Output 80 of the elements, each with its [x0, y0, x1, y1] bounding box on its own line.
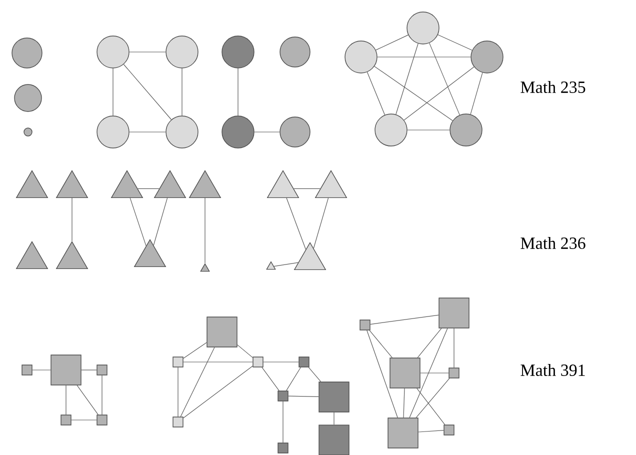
edge-line	[274, 262, 298, 267]
square-node	[360, 320, 370, 330]
circle-node	[14, 84, 42, 112]
edge-line	[237, 344, 253, 358]
edge-line	[416, 378, 450, 418]
edge-line	[286, 367, 301, 391]
square-node	[96, 414, 108, 426]
edge-line	[438, 34, 472, 51]
edge-line	[417, 328, 442, 358]
edge-line	[282, 401, 284, 443]
square-node	[278, 442, 288, 454]
edge-line	[76, 385, 98, 415]
square-node	[206, 316, 238, 348]
edge-line	[377, 56, 471, 58]
edge-line	[370, 314, 439, 325]
square-node	[172, 416, 184, 428]
edge-line	[403, 388, 405, 418]
square-node	[448, 368, 460, 378]
edge-line	[123, 64, 172, 120]
square-node	[388, 418, 418, 448]
circle-node	[24, 128, 32, 136]
circle-node	[166, 116, 198, 148]
edge-line	[429, 42, 460, 116]
edge-line	[369, 330, 393, 358]
edge-line	[112, 68, 114, 116]
edge-line	[366, 330, 398, 418]
circle-node	[280, 116, 310, 148]
square-node	[60, 414, 72, 426]
square-node	[438, 298, 470, 328]
circle-node	[166, 36, 198, 68]
edge-line	[420, 372, 449, 374]
edge-line	[404, 66, 474, 120]
triangle-node	[266, 261, 276, 270]
circle-node	[406, 12, 440, 44]
square-node	[298, 356, 310, 368]
edge-line	[470, 72, 483, 115]
triangle-node	[200, 263, 210, 272]
edge-line	[204, 198, 206, 264]
edge-line	[374, 66, 453, 121]
edge-line	[376, 34, 408, 50]
circle-node	[280, 36, 310, 68]
square-node	[50, 354, 82, 386]
circle-node	[470, 40, 504, 74]
circle-node	[96, 116, 130, 148]
edge-line	[183, 342, 207, 359]
square-node	[278, 390, 288, 402]
square-node	[96, 364, 108, 376]
edge-line	[130, 198, 146, 246]
edge-line	[308, 367, 322, 382]
edge-line	[409, 328, 448, 418]
square-node	[444, 424, 454, 436]
edge-line	[416, 388, 446, 425]
circle-node	[96, 36, 130, 68]
square-node	[390, 358, 420, 388]
square-node	[22, 364, 32, 376]
square-node	[318, 382, 350, 412]
edge-line	[180, 347, 215, 417]
edge-line	[183, 366, 253, 418]
square-node	[318, 424, 350, 455]
edge-line	[418, 430, 444, 432]
edge-line	[153, 198, 168, 246]
edge-line	[294, 188, 320, 189]
circle-node	[374, 114, 408, 146]
circle-node	[12, 38, 42, 68]
edge-line	[366, 72, 386, 116]
circle-node	[450, 114, 482, 146]
square-node	[252, 356, 264, 368]
circle-node	[344, 40, 378, 74]
graph-label: Math 391	[520, 364, 585, 376]
edge-line	[288, 396, 319, 397]
graph-label: Math 235	[520, 81, 586, 93]
edge-line	[286, 198, 306, 250]
circle-node	[222, 36, 254, 68]
graph-label: Math 236	[520, 237, 586, 249]
edge-line	[396, 43, 418, 115]
edge-line	[138, 188, 160, 189]
square-node	[172, 356, 184, 368]
edge-line	[262, 367, 280, 391]
edge-line	[313, 198, 329, 249]
circle-node	[222, 116, 254, 148]
